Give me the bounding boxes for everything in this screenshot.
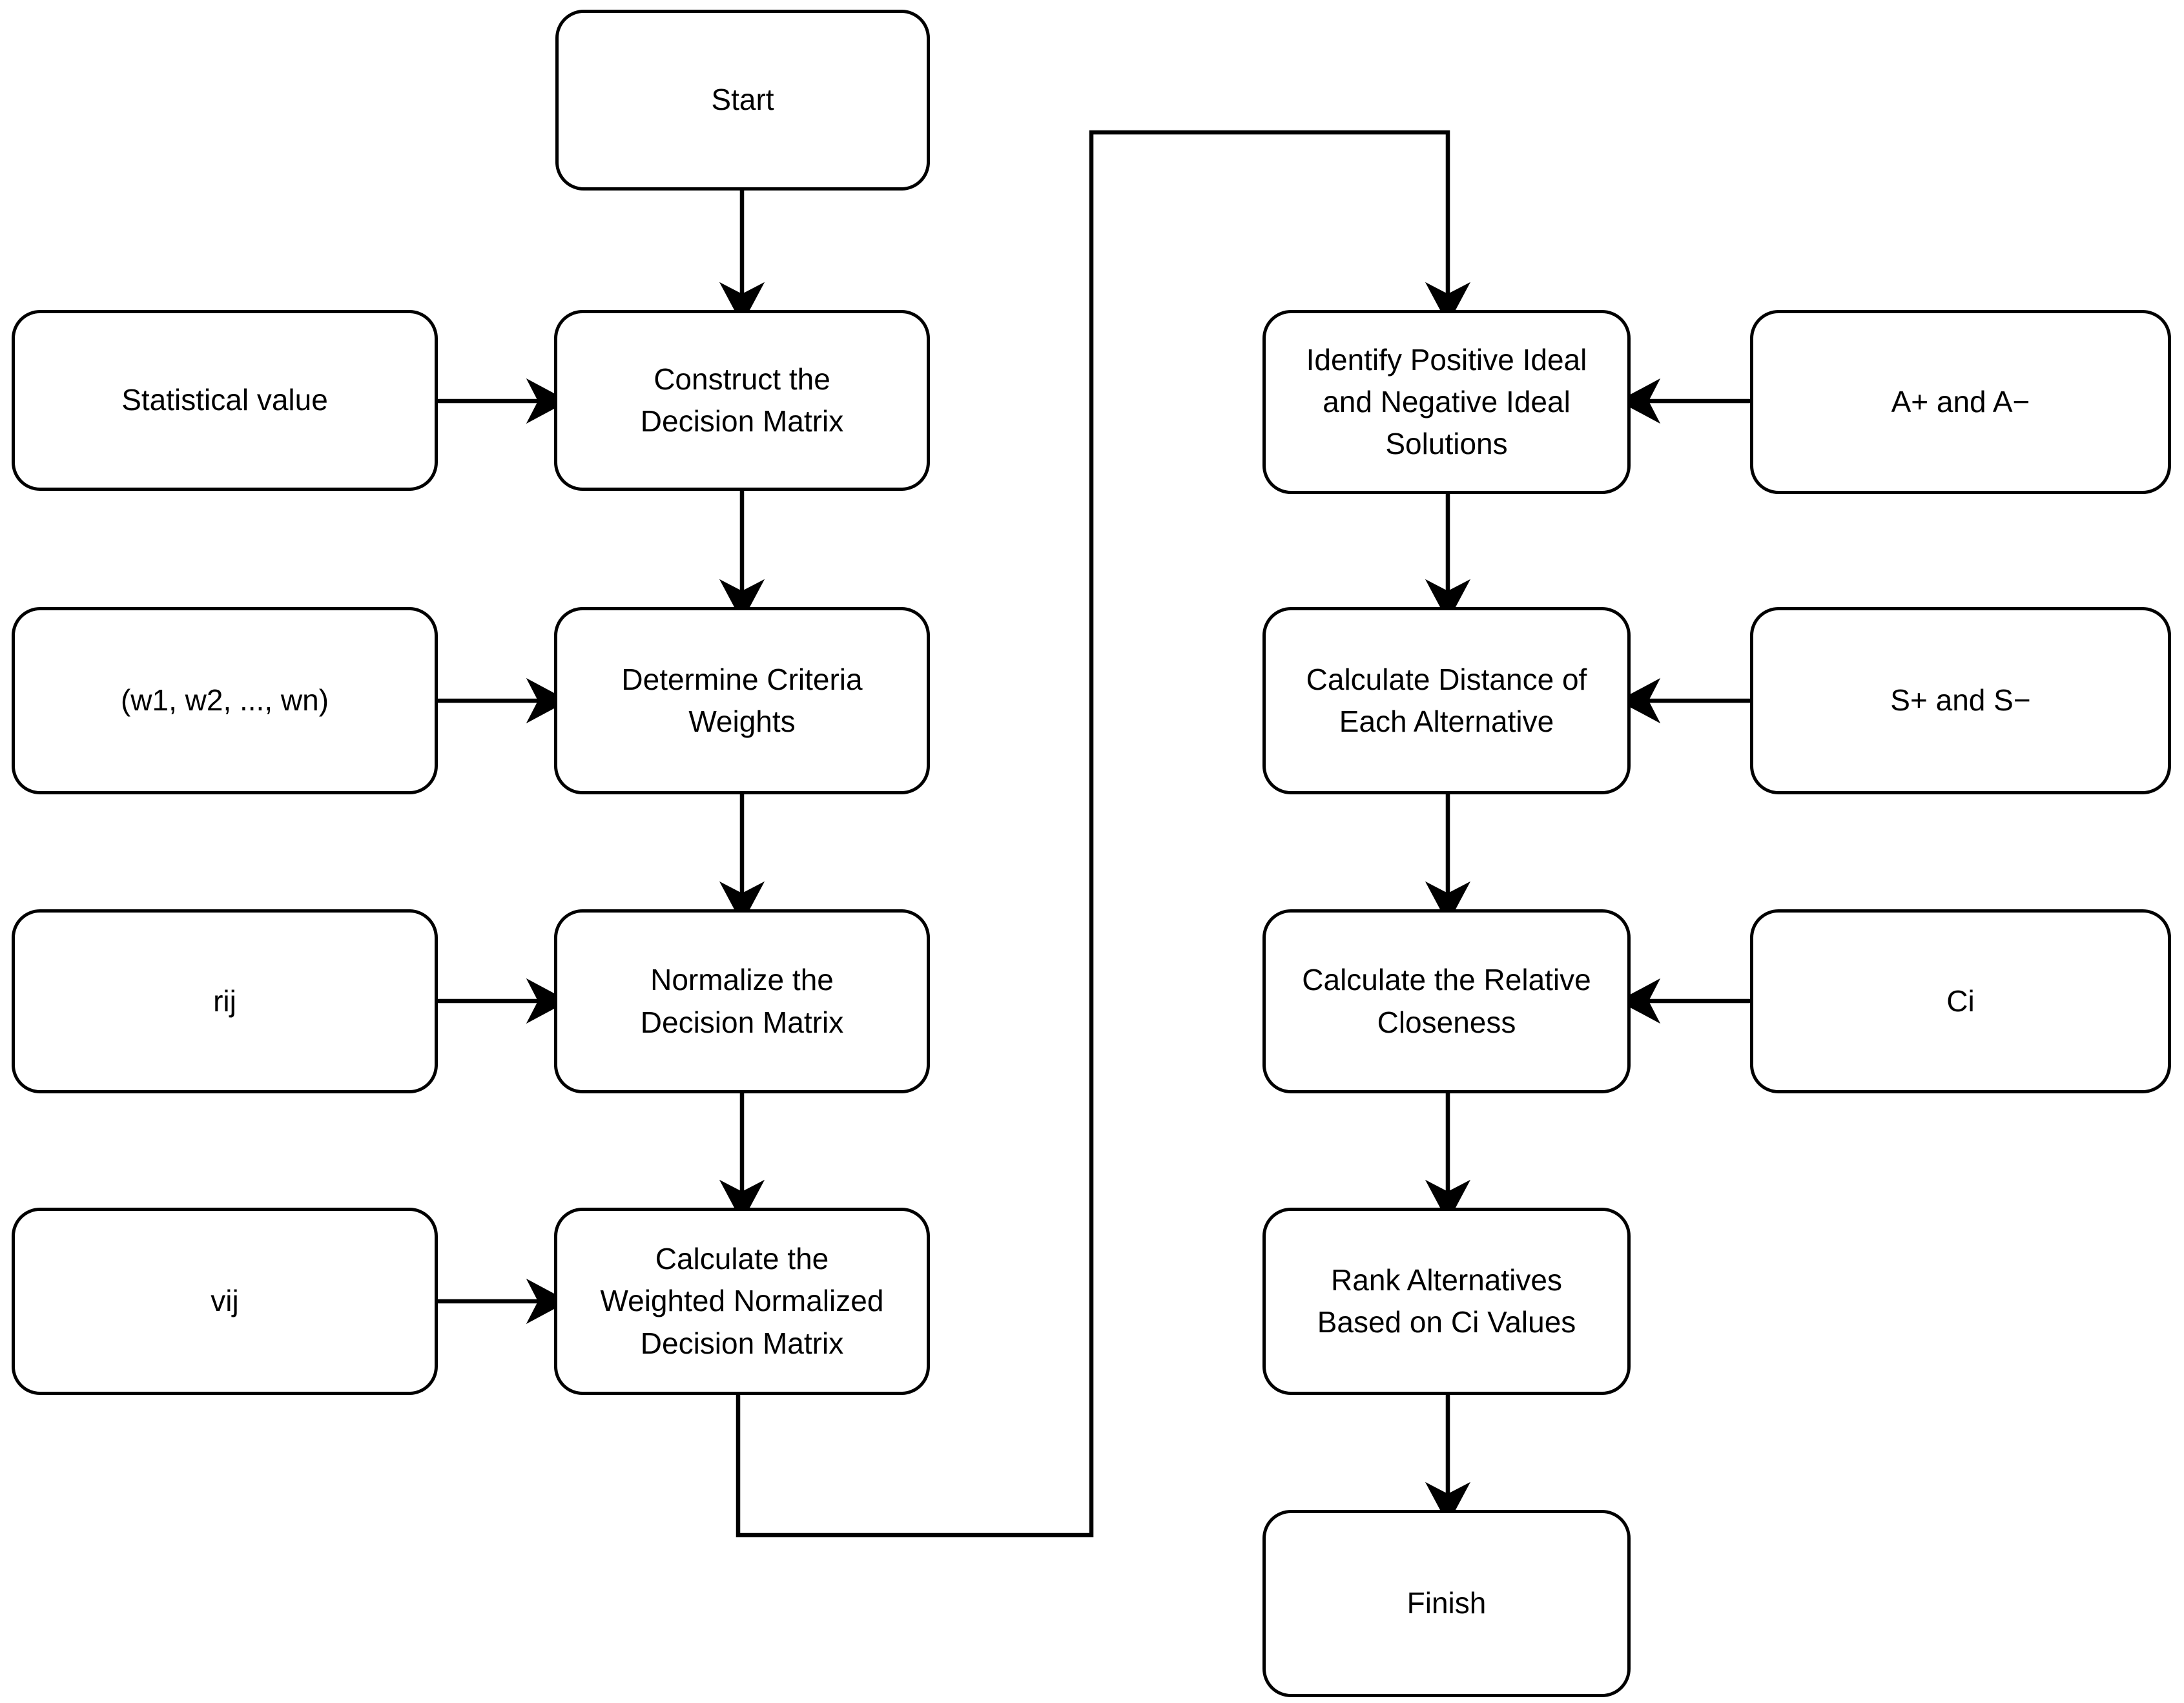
node-normalize-decision-matrix[interactable]: Normalize the Decision Matrix [554, 909, 930, 1093]
node-determine-criteria-weights-label: Determine Criteria Weights [621, 662, 863, 738]
node-rank-alternatives-label: Rank Alternatives Based on Ci Values [1317, 1263, 1576, 1339]
node-statistical-value[interactable]: Statistical value [12, 310, 438, 491]
node-criteria-weights-input-label: (w1, w2, ..., wn) [120, 683, 329, 717]
node-determine-criteria-weights[interactable]: Determine Criteria Weights [554, 607, 930, 794]
node-ci[interactable]: Ci [1750, 909, 2171, 1093]
node-identify-ideal-solutions[interactable]: Identify Positive Ideal and Negative Ide… [1262, 310, 1631, 494]
node-finish-label: Finish [1406, 1586, 1487, 1620]
node-calculate-distance[interactable]: Calculate Distance of Each Alternative [1262, 607, 1631, 794]
node-s-plus-and-s-minus-label: S+ and S− [1890, 683, 2031, 717]
node-weighted-normalized-decision-matrix-label: Calculate the Weighted Normalized Decisi… [600, 1242, 884, 1360]
node-construct-decision-matrix-label: Construct the Decision Matrix [640, 362, 844, 438]
node-s-plus-and-s-minus[interactable]: S+ and S− [1750, 607, 2171, 794]
node-statistical-value-label: Statistical value [121, 383, 328, 417]
edge-weighted-to-identify [736, 130, 1471, 1538]
node-identify-ideal-solutions-label: Identify Positive Ideal and Negative Ide… [1306, 342, 1587, 461]
node-a-plus-and-a-minus[interactable]: A+ and A− [1750, 310, 2171, 494]
node-normalize-decision-matrix-label: Normalize the Decision Matrix [640, 963, 844, 1039]
node-weighted-normalized-decision-matrix[interactable]: Calculate the Weighted Normalized Decisi… [554, 1208, 930, 1395]
node-finish[interactable]: Finish [1262, 1510, 1631, 1697]
node-ci-label: Ci [1946, 984, 1975, 1018]
node-start[interactable]: Start [555, 10, 930, 191]
node-start-label: Start [711, 83, 774, 117]
node-rij[interactable]: rij [12, 909, 438, 1093]
node-criteria-weights-input[interactable]: (w1, w2, ..., wn) [12, 607, 438, 794]
node-construct-decision-matrix[interactable]: Construct the Decision Matrix [554, 310, 930, 491]
node-vij-label: vij [211, 1284, 239, 1318]
node-rij-label: rij [213, 984, 236, 1018]
node-rank-alternatives[interactable]: Rank Alternatives Based on Ci Values [1262, 1208, 1631, 1395]
node-vij[interactable]: vij [12, 1208, 438, 1395]
node-calculate-relative-closeness[interactable]: Calculate the Relative Closeness [1262, 909, 1631, 1093]
node-calculate-distance-label: Calculate Distance of Each Alternative [1306, 662, 1587, 738]
node-a-plus-and-a-minus-label: A+ and A− [1891, 384, 2030, 418]
node-calculate-relative-closeness-label: Calculate the Relative Closeness [1302, 963, 1591, 1039]
